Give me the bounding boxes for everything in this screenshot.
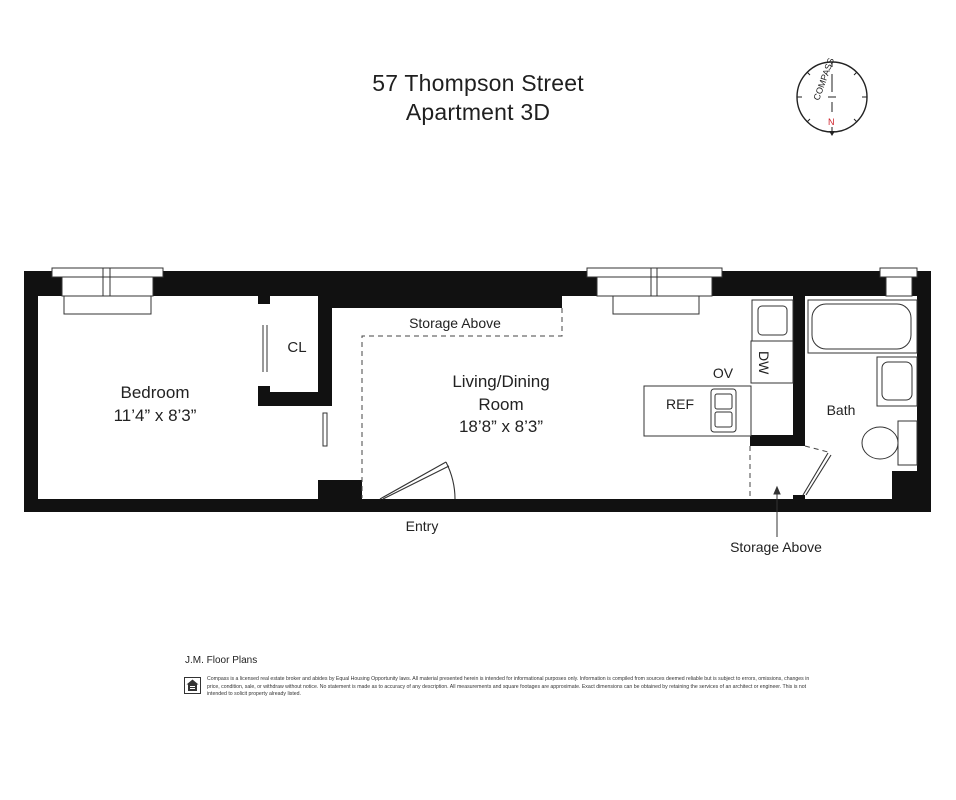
disclaimer-text: Compass is a licensed real estate broker… xyxy=(207,676,810,698)
bath-label: Bath xyxy=(827,402,856,418)
storage-arrow-icon xyxy=(773,485,781,537)
bedroom-dimensions: 11’4” x 8’3” xyxy=(114,406,197,425)
fixtures xyxy=(262,299,918,466)
compass-icon: COMPASS N xyxy=(796,57,868,136)
equal-housing-icon xyxy=(184,677,201,694)
storage-above-top-label: Storage Above xyxy=(409,315,501,331)
windows xyxy=(51,267,918,315)
bedroom-label: Bedroom xyxy=(121,383,190,402)
credit-text: J.M. Floor Plans xyxy=(185,655,258,666)
storage-above-bottom-label: Storage Above xyxy=(730,539,822,555)
entry-door xyxy=(379,452,832,500)
living-room-label-line1: Living/Dining xyxy=(452,372,549,391)
walls xyxy=(24,271,931,512)
oven-label: OV xyxy=(713,365,734,381)
living-room-dimensions: 18’8” x 8’3” xyxy=(459,417,543,436)
living-room-label-line2: Room xyxy=(478,395,523,414)
floorplan-title-address: 57 Thompson Street xyxy=(372,70,584,96)
storage-outlines xyxy=(361,308,829,498)
entry-label: Entry xyxy=(406,518,439,534)
closet-label: CL xyxy=(287,339,306,356)
refrigerator-label: REF xyxy=(666,396,694,412)
compass-north-label: N xyxy=(828,117,835,127)
floorplan-title-apartment: Apartment 3D xyxy=(405,99,551,125)
dishwasher-label: DW xyxy=(756,351,772,375)
